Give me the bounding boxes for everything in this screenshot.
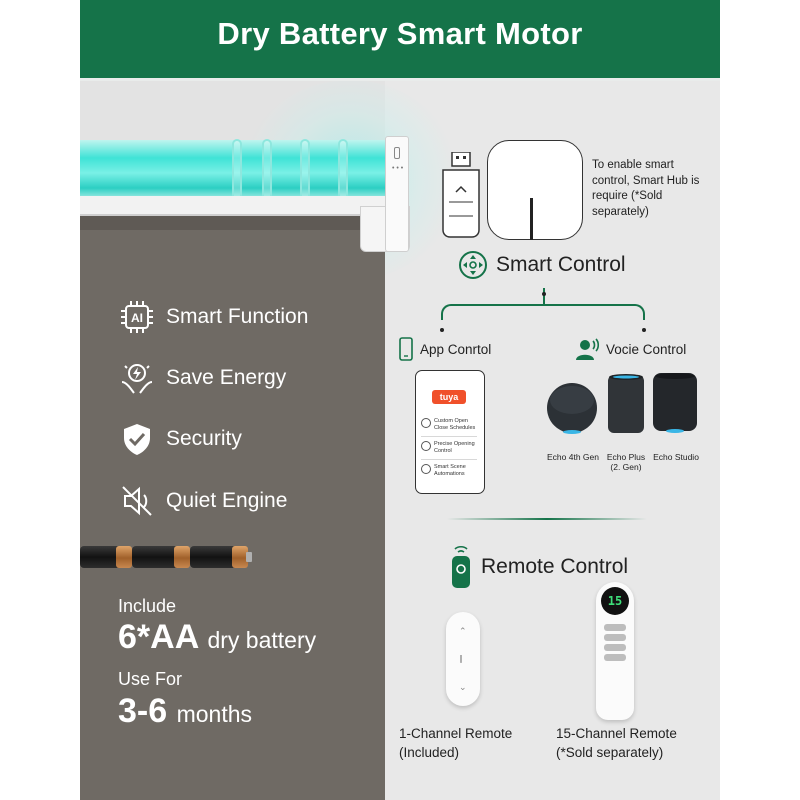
duration-line: 3-6 months	[118, 692, 252, 731]
connector-dot	[642, 328, 646, 332]
duration-range: 3-6	[118, 692, 168, 730]
voice-control-text: Vocie Control	[606, 341, 687, 357]
echo-4th-gen	[547, 383, 597, 434]
mute-speaker-icon	[118, 482, 156, 520]
gauge-icon	[421, 441, 431, 451]
motor-ring	[232, 139, 242, 201]
feature-label: Quiet Engine	[166, 489, 288, 512]
feature-label: Smart Function	[166, 305, 309, 328]
feature-quiet-engine: Quiet Engine	[118, 482, 287, 520]
up-arrow-icon: ⌃	[459, 626, 467, 636]
svg-text:AI: AI	[131, 311, 143, 325]
remote-label-one-channel: 1-Channel Remote (Included)	[399, 724, 512, 762]
feature-security: Security	[118, 420, 242, 458]
ai-chip-icon: AI	[118, 298, 156, 336]
remote-button	[604, 624, 626, 631]
echo-studio	[653, 373, 697, 433]
one-channel-remote: ⌃ ∥ ⌄	[446, 612, 480, 706]
battery-type: dry battery	[207, 627, 317, 653]
app-feature-item: Smart Scene Automations	[421, 464, 478, 477]
shield-check-icon	[118, 420, 156, 458]
app-item-divider	[421, 459, 477, 460]
echo-devices	[547, 373, 697, 434]
roller-endcap: • • •	[385, 136, 409, 252]
echo-device-name: Echo Studio	[653, 452, 699, 462]
endcap-dots: • • •	[392, 165, 404, 172]
page-title: Dry Battery Smart Motor	[217, 16, 583, 51]
feature-smart-function: AI Smart Function	[118, 298, 308, 336]
app-feature-item: Custom Open Close Schedules	[421, 418, 478, 431]
remote-control-heading: Remote Control	[450, 545, 628, 589]
section-divider	[447, 518, 647, 520]
tuya-logo: tuya	[432, 390, 466, 404]
remote-button	[604, 644, 626, 651]
remote-name: 15-Channel Remote	[556, 726, 677, 741]
battery-count: 6*AA	[118, 618, 198, 656]
endcap-button	[394, 147, 400, 159]
motor-ring	[300, 139, 310, 201]
remote-control-title: Remote Control	[481, 555, 629, 578]
down-arrow-icon: ⌄	[459, 682, 467, 692]
remote-note: (*Sold separately)	[556, 745, 664, 760]
feature-save-energy: Save Energy	[118, 359, 286, 397]
app-feature-text: Smart Scene Automations	[434, 464, 466, 477]
feature-label: Save Energy	[166, 366, 287, 389]
echo-device-name: Echo 4th Gen	[547, 452, 599, 462]
phone-icon	[399, 337, 413, 361]
battery-cap	[174, 546, 190, 568]
battery-count-line: 6*AA dry battery	[118, 618, 316, 657]
person-voice-icon	[576, 338, 600, 360]
smart-control-title: Smart Control	[496, 253, 626, 276]
include-label: Include	[118, 596, 177, 616]
channel-display: 15	[601, 587, 629, 615]
connector-branch	[441, 304, 645, 320]
usb-dongle	[441, 151, 481, 238]
echo-device-name: Echo Plus (2. Gen)	[606, 452, 646, 472]
echo-plus	[608, 374, 644, 433]
hub-antenna	[530, 198, 533, 240]
remote-note: (Included)	[399, 745, 460, 760]
remote-name: 1-Channel Remote	[399, 726, 513, 741]
remote-icon	[452, 545, 470, 588]
hub-note: To enable smart control, Smart Hub is re…	[592, 159, 700, 218]
battery-cap	[232, 546, 248, 568]
app-feature-text: Custom Open Close Schedules	[434, 418, 476, 431]
battery-terminal	[246, 552, 252, 562]
remote-button	[604, 634, 626, 641]
connector-dot	[440, 328, 444, 332]
roller-shell	[80, 196, 406, 216]
clock-icon	[421, 418, 431, 428]
aa-batteries	[80, 546, 260, 568]
header-bar	[80, 0, 720, 78]
shade-fabric	[80, 230, 385, 800]
feature-label: Security	[166, 427, 242, 450]
duration-unit: months	[176, 701, 253, 727]
app-control-label: App Conrtol	[399, 337, 491, 361]
remote-label-fifteen-channel: 15-Channel Remote (*Sold separately)	[556, 724, 677, 762]
header-underline	[80, 78, 720, 81]
connector-dot	[542, 292, 546, 296]
smart-hub	[487, 140, 583, 240]
voice-control-label: Vocie Control	[576, 337, 686, 361]
app-item-divider	[421, 436, 477, 437]
smart-control-heading: Smart Control	[458, 250, 626, 280]
use-for-label: Use For	[118, 669, 183, 689]
link-icon	[421, 464, 431, 474]
connector-stem	[543, 288, 545, 305]
pause-icon: ∥	[459, 654, 463, 663]
app-feature-text: Precise Opening Control	[434, 441, 475, 454]
motor-ring	[338, 139, 348, 201]
energy-hands-icon	[118, 359, 156, 397]
motor-ring	[262, 139, 272, 201]
app-feature-item: Precise Opening Control	[421, 441, 478, 454]
fifteen-channel-remote: 15	[596, 582, 634, 720]
battery-cap	[116, 546, 132, 568]
four-way-arrows-icon	[458, 250, 488, 280]
remote-button	[604, 654, 626, 661]
app-control-text: App Conrtol	[420, 341, 492, 357]
